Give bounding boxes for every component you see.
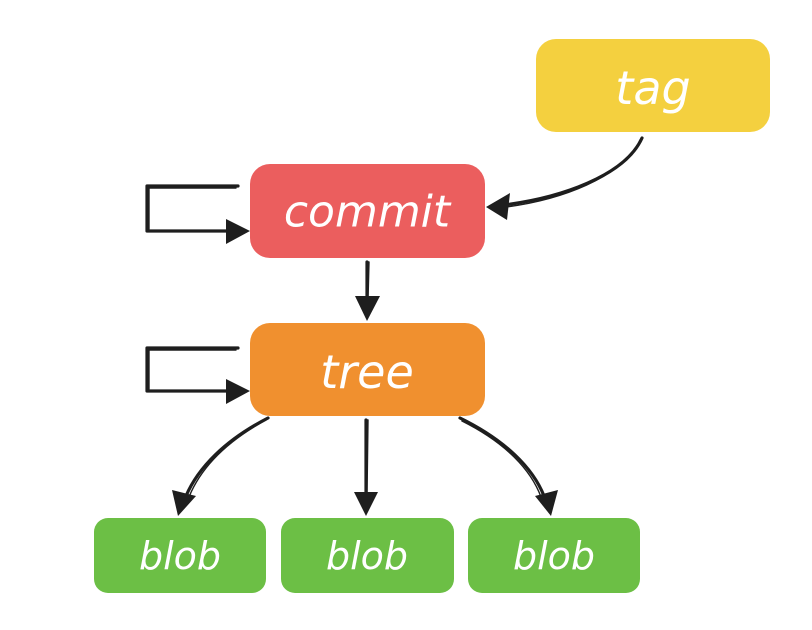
nodes: tag commit tree blob blob blob <box>94 39 770 593</box>
node-commit-box <box>250 164 485 258</box>
edge-tree-to-blob-3 <box>458 416 558 516</box>
edges <box>145 136 644 516</box>
edge-tree-to-blob-1 <box>172 416 270 516</box>
node-tag-label: tag <box>615 61 690 115</box>
edge-commit-to-tree <box>355 260 380 321</box>
edge-commit-self-loop <box>145 184 250 244</box>
node-blob-1-box <box>94 518 266 593</box>
node-blob-2-box <box>281 518 454 593</box>
node-blob-3: blob <box>468 518 640 593</box>
node-tree-box <box>250 323 485 416</box>
arrowhead-tree-blob-3 <box>535 490 558 516</box>
node-tree-label: tree <box>320 345 414 399</box>
node-commit-label: commit <box>284 187 452 238</box>
arrowhead-tag-commit <box>486 193 510 220</box>
node-blob-2: blob <box>281 518 454 593</box>
arrowhead-tree-self <box>226 379 250 404</box>
node-blob-1-label: blob <box>139 534 221 578</box>
arrowhead-tree-blob-1 <box>172 490 196 516</box>
node-tag-box <box>536 39 770 132</box>
node-blob-1: blob <box>94 518 266 593</box>
node-tag: tag <box>536 39 770 132</box>
node-blob-3-box <box>468 518 640 593</box>
node-commit: commit <box>250 164 485 258</box>
arrowhead-commit-tree <box>355 296 380 321</box>
node-tree: tree <box>250 323 485 416</box>
arrowhead-commit-self <box>226 219 250 244</box>
node-blob-3-label: blob <box>513 534 595 578</box>
arrowhead-tree-blob-2 <box>354 492 378 516</box>
edge-tree-self-loop <box>145 346 250 404</box>
node-blob-2-label: blob <box>326 534 408 578</box>
edge-tree-to-blob-2 <box>354 418 378 516</box>
edge-tag-to-commit <box>486 136 644 220</box>
